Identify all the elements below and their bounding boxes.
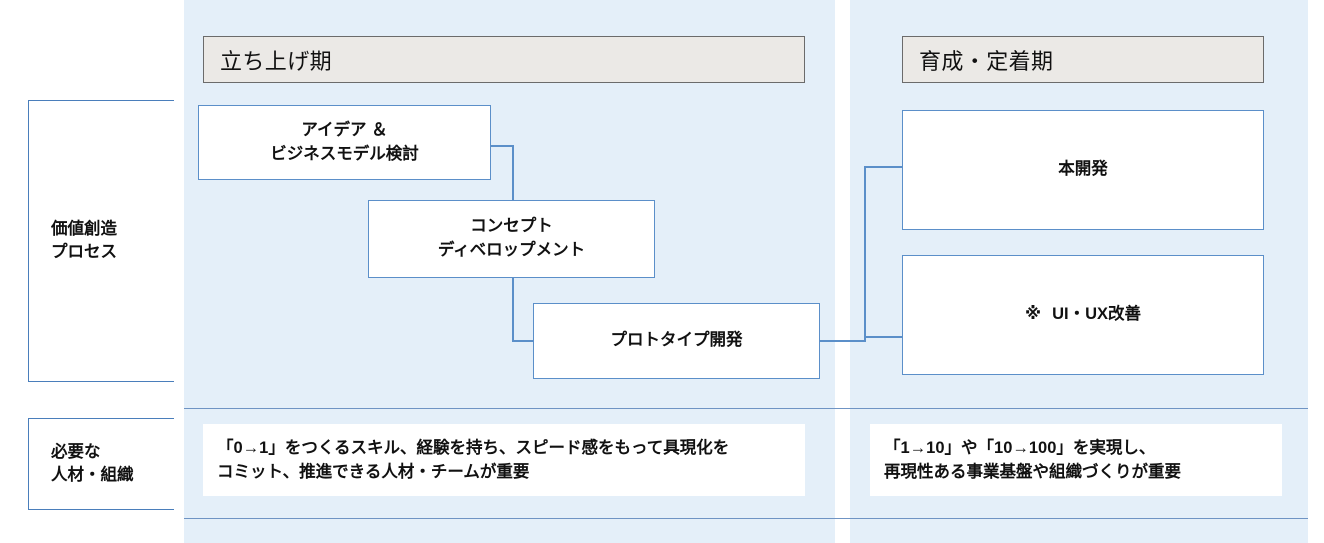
connector-idea-to-concept-vertical [512,145,514,201]
description-box-startup: 「0→1」をつくるスキル、経験を持ち、スピード感をもって具現化を コミット、推進… [203,424,805,496]
row-label-line1: 価値創造 [51,219,117,238]
step-label-line1: アイデア ＆ [301,120,388,139]
row-label-line2: 人材・組織 [51,466,134,484]
phase-header-growth: 育成・定着期 [902,36,1264,83]
step-label-line1: コンセプト [470,217,553,236]
phase-header-label: 立ち上げ期 [220,48,333,74]
reference-mark-icon: ※ [1025,305,1042,324]
row-label-value-creation-process: 価値創造 プロセス [28,100,174,382]
step-label-line1: UI・UX改善 [1052,305,1141,324]
connector-branch-to-uiux [864,336,904,338]
step-box-prototype-development[interactable]: プロトタイプ開発 [533,303,820,379]
row-divider-bottom [184,518,1308,519]
step-box-ui-ux-improvement[interactable]: ※ UI・UX改善 [902,255,1264,375]
phase-header-startup: 立ち上げ期 [203,36,805,83]
connector-idea-to-concept-horizontal [491,145,514,147]
step-box-full-development[interactable]: 本開発 [902,110,1264,230]
description-line1: 「1→10」や「10→100」を実現し、 [884,438,1156,457]
description-line1: 「0→1」をつくるスキル、経験を持ち、スピード感をもって具現化を [217,438,730,457]
connector-branch-to-dev [864,166,904,168]
step-label-line2: ビジネスモデル検討 [270,144,419,163]
description-line2: 再現性ある事業基盤や組織づくりが重要 [884,463,1181,481]
description-box-growth: 「1→10」や「10→100」を実現し、 再現性ある事業基盤や組織づくりが重要 [870,424,1282,496]
row-label-required-talent-org: 必要な 人材・組織 [28,418,174,510]
row-label-line2: プロセス [51,243,117,261]
step-box-idea-business-model[interactable]: アイデア ＆ ビジネスモデル検討 [198,105,491,180]
connector-concept-to-prototype-vertical [512,278,514,341]
description-line2: コミット、推進できる人材・チームが重要 [217,463,530,481]
row-divider-top [184,408,1308,409]
connector-branch-vertical [864,166,866,342]
step-label-line1: プロトタイプ開発 [610,331,743,350]
step-box-concept-development[interactable]: コンセプト ディベロップメント [368,200,655,278]
uiux-label-row: ※ UI・UX改善 [1025,303,1141,327]
connector-prototype-to-branch-horizontal [820,340,866,342]
connector-concept-to-prototype-horizontal [512,340,535,342]
step-label-line2: ディベロップメント [437,241,586,259]
phase-header-label: 育成・定着期 [919,48,1054,74]
step-label-line1: 本開発 [1058,160,1108,179]
row-label-line1: 必要な [51,442,101,461]
